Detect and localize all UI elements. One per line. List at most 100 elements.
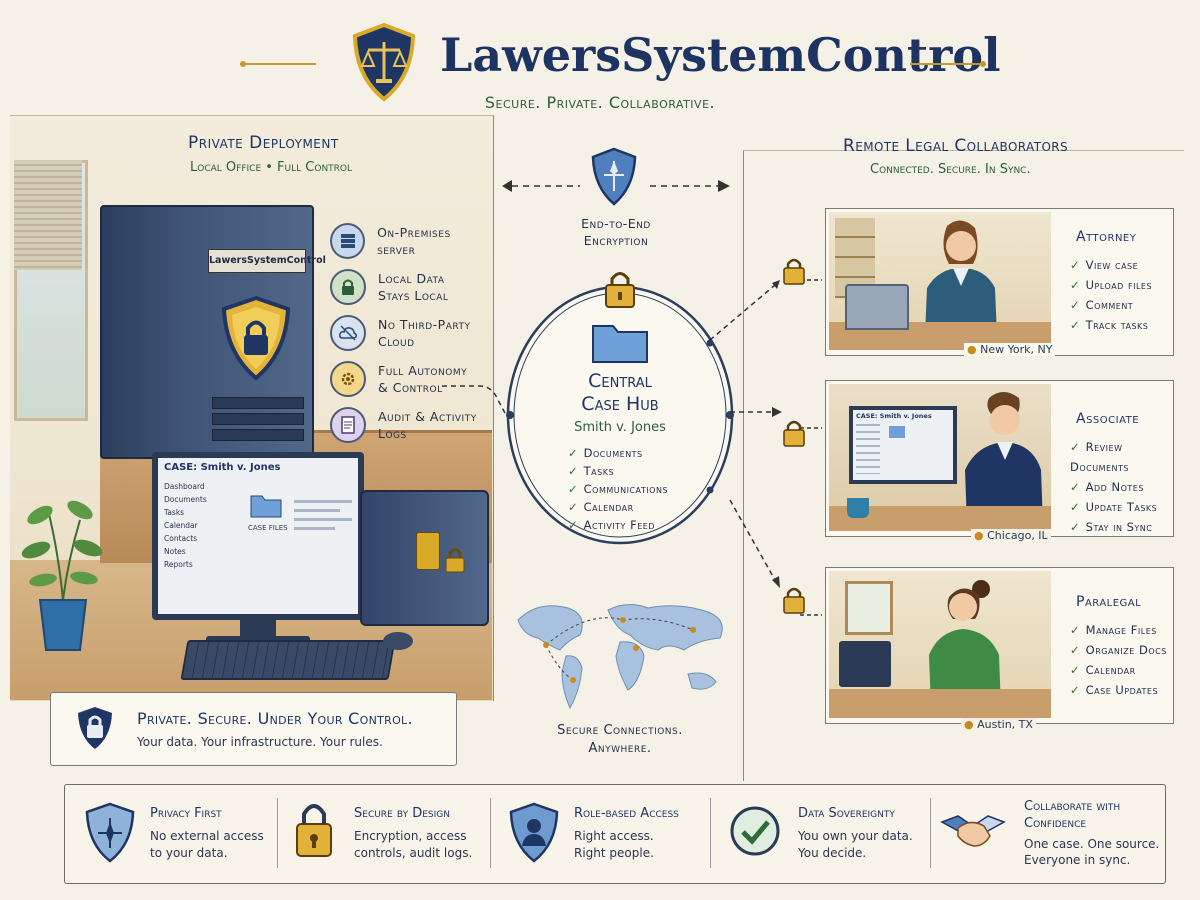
hub-item[interactable]: ✓Activity Feed (568, 518, 655, 532)
task-item[interactable]: ✓Organize Docs (1070, 643, 1167, 657)
connections-line2: Anywhere. (588, 741, 652, 756)
checkmark-icon (730, 806, 780, 856)
principle-title: Privacy First (150, 806, 222, 821)
remote-heading: Remote Legal Collaborators (843, 136, 1069, 156)
task-item[interactable]: ✓Stay in Sync (1070, 520, 1153, 534)
principle-line2: controls, audit logs. (354, 846, 473, 860)
remote-panel (743, 150, 1184, 781)
principle-line1: Right access. (574, 829, 654, 843)
associate-screen-title: CASE: Smith v. Jones (856, 412, 932, 420)
server-hub-connector (442, 385, 507, 416)
task-item[interactable]: ✓Comment (1070, 298, 1134, 312)
office-monitor: CASE: Smith v. Jones Dashboard Documents… (152, 452, 364, 620)
encryption-line1: End-to-End (581, 216, 651, 231)
attorney-location: ● New York, NY (964, 343, 1056, 356)
menu-calendar[interactable]: Calendar (164, 521, 198, 530)
check-icon: ✓ (1070, 258, 1080, 272)
associate-scene: CASE: Smith v. Jones (829, 384, 1051, 531)
paralegal-lock-icon (783, 587, 805, 614)
task-item[interactable]: ✓Calendar (1070, 663, 1136, 677)
paralegal-scene (829, 571, 1051, 718)
task-item[interactable]: ✓Update Tasks (1070, 500, 1158, 514)
case-files-label: CASE FILES (248, 524, 288, 532)
associate-lock-icon (783, 420, 805, 447)
principle-line1: No external access (150, 829, 264, 843)
menu-tasks[interactable]: Tasks (164, 508, 185, 517)
hub-item[interactable]: ✓Tasks (568, 464, 615, 478)
task-item[interactable]: ✓Case Updates (1070, 683, 1159, 697)
hub-item[interactable]: ✓Calendar (568, 500, 634, 514)
paralegal-tasks: ✓Manage Files ✓Organize Docs ✓Calendar ✓… (1070, 620, 1167, 700)
check-icon: ✓ (1070, 683, 1080, 697)
hub-folder-icon (592, 325, 648, 363)
encryption-label: End-to-End Encryption (556, 215, 676, 249)
task-item[interactable]: ✓View case (1070, 258, 1139, 272)
task-item[interactable]: ✓Add Notes (1070, 480, 1144, 494)
app-title: LawersSystemControl (440, 28, 1001, 82)
hub-title-line1: Central (588, 370, 652, 392)
check-icon: ✓ (1070, 643, 1080, 657)
associate-monitor: CASE: Smith v. Jones (849, 406, 957, 484)
feature-autonomy: Full Autonomy & Control (330, 356, 490, 402)
task-item[interactable]: ✓Manage Files (1070, 623, 1157, 637)
hub-items: ✓Documents ✓Tasks ✓Communications ✓Calen… (568, 443, 668, 535)
feature-line1: Local Data (378, 271, 445, 286)
user-shield-icon (509, 802, 559, 863)
menu-documents[interactable]: Documents (164, 495, 207, 504)
document-icon (330, 407, 366, 443)
attorney-card: Attorney ✓View case ✓Upload files ✓Comme… (825, 208, 1174, 356)
paralegal-title: Paralegal (1076, 594, 1142, 610)
check-icon: ✓ (1070, 520, 1080, 534)
remote-connectors (709, 279, 822, 616)
folder-icon (250, 495, 282, 518)
check-icon: ✓ (568, 518, 578, 532)
hub-title: Central Case Hub (540, 370, 700, 416)
principle-line2: Right people. (574, 846, 654, 860)
control-banner: Private. Secure. Under Your Control. You… (50, 692, 457, 766)
task-item[interactable]: ✓Review Documents (1070, 440, 1129, 474)
attorney-title: Attorney (1076, 229, 1137, 245)
paralegal-location: ● Austin, TX (961, 718, 1036, 731)
principle-title: Secure by Design (354, 806, 450, 821)
check-icon: ✓ (1070, 623, 1080, 637)
divider (490, 798, 491, 868)
associate-figure (965, 392, 1043, 526)
menu-notes[interactable]: Notes (164, 547, 186, 556)
case-sidebar: Dashboard Documents Tasks Calendar Conta… (164, 480, 226, 571)
feature-no-cloud: No Third-Party Cloud (330, 310, 490, 356)
connections-line1: Secure Connections. (557, 723, 683, 738)
task-item[interactable]: ✓Upload files (1070, 278, 1153, 292)
principle-title: Collaborate with Confidence (1024, 799, 1121, 831)
case-title: CASE: Smith v. Jones (164, 462, 281, 473)
handshake-icon (940, 815, 1006, 847)
check-icon: ✓ (1070, 278, 1080, 292)
divider (710, 798, 711, 868)
feature-line1: Audit & Activity (378, 409, 477, 424)
server-label: LawersSystemControl (208, 249, 326, 273)
menu-contacts[interactable]: Contacts (164, 534, 198, 543)
monitor-stand (240, 620, 276, 638)
principle-title: Role-based Access (574, 806, 679, 821)
divider (277, 798, 278, 868)
connections-label: Secure Connections. Anywhere. (520, 722, 720, 758)
hub-item[interactable]: ✓Communications (568, 482, 669, 496)
task-item[interactable]: ✓Track tasks (1070, 318, 1149, 332)
encryption-arrow (502, 180, 730, 192)
location-pin-icon: ● (974, 529, 984, 542)
check-icon: ✓ (1070, 500, 1080, 514)
paralegal-card: Paralegal ✓Manage Files ✓Organize Docs ✓… (825, 567, 1174, 731)
menu-dashboard[interactable]: Dashboard (164, 482, 205, 491)
section-subheading: Local Office • Full Control (190, 160, 353, 175)
location-pin-icon: ● (967, 343, 977, 356)
window-blinds (14, 160, 82, 270)
associate-location: ● Chicago, IL (971, 529, 1051, 542)
attorney-tasks: ✓View case ✓Upload files ✓Comment ✓Track… (1070, 255, 1152, 335)
hub-item[interactable]: ✓Documents (568, 446, 643, 460)
plant-illustration (21, 500, 103, 651)
hub-lock-icon (605, 272, 635, 308)
menu-reports[interactable]: Reports (164, 560, 193, 569)
monitor-screen: CASE: Smith v. Jones Dashboard Documents… (158, 458, 358, 614)
location-pin-icon: ● (964, 718, 974, 731)
principle-privacy: Privacy First No external access to your… (84, 800, 294, 870)
hub-case-name: Smith v. Jones (574, 420, 666, 435)
